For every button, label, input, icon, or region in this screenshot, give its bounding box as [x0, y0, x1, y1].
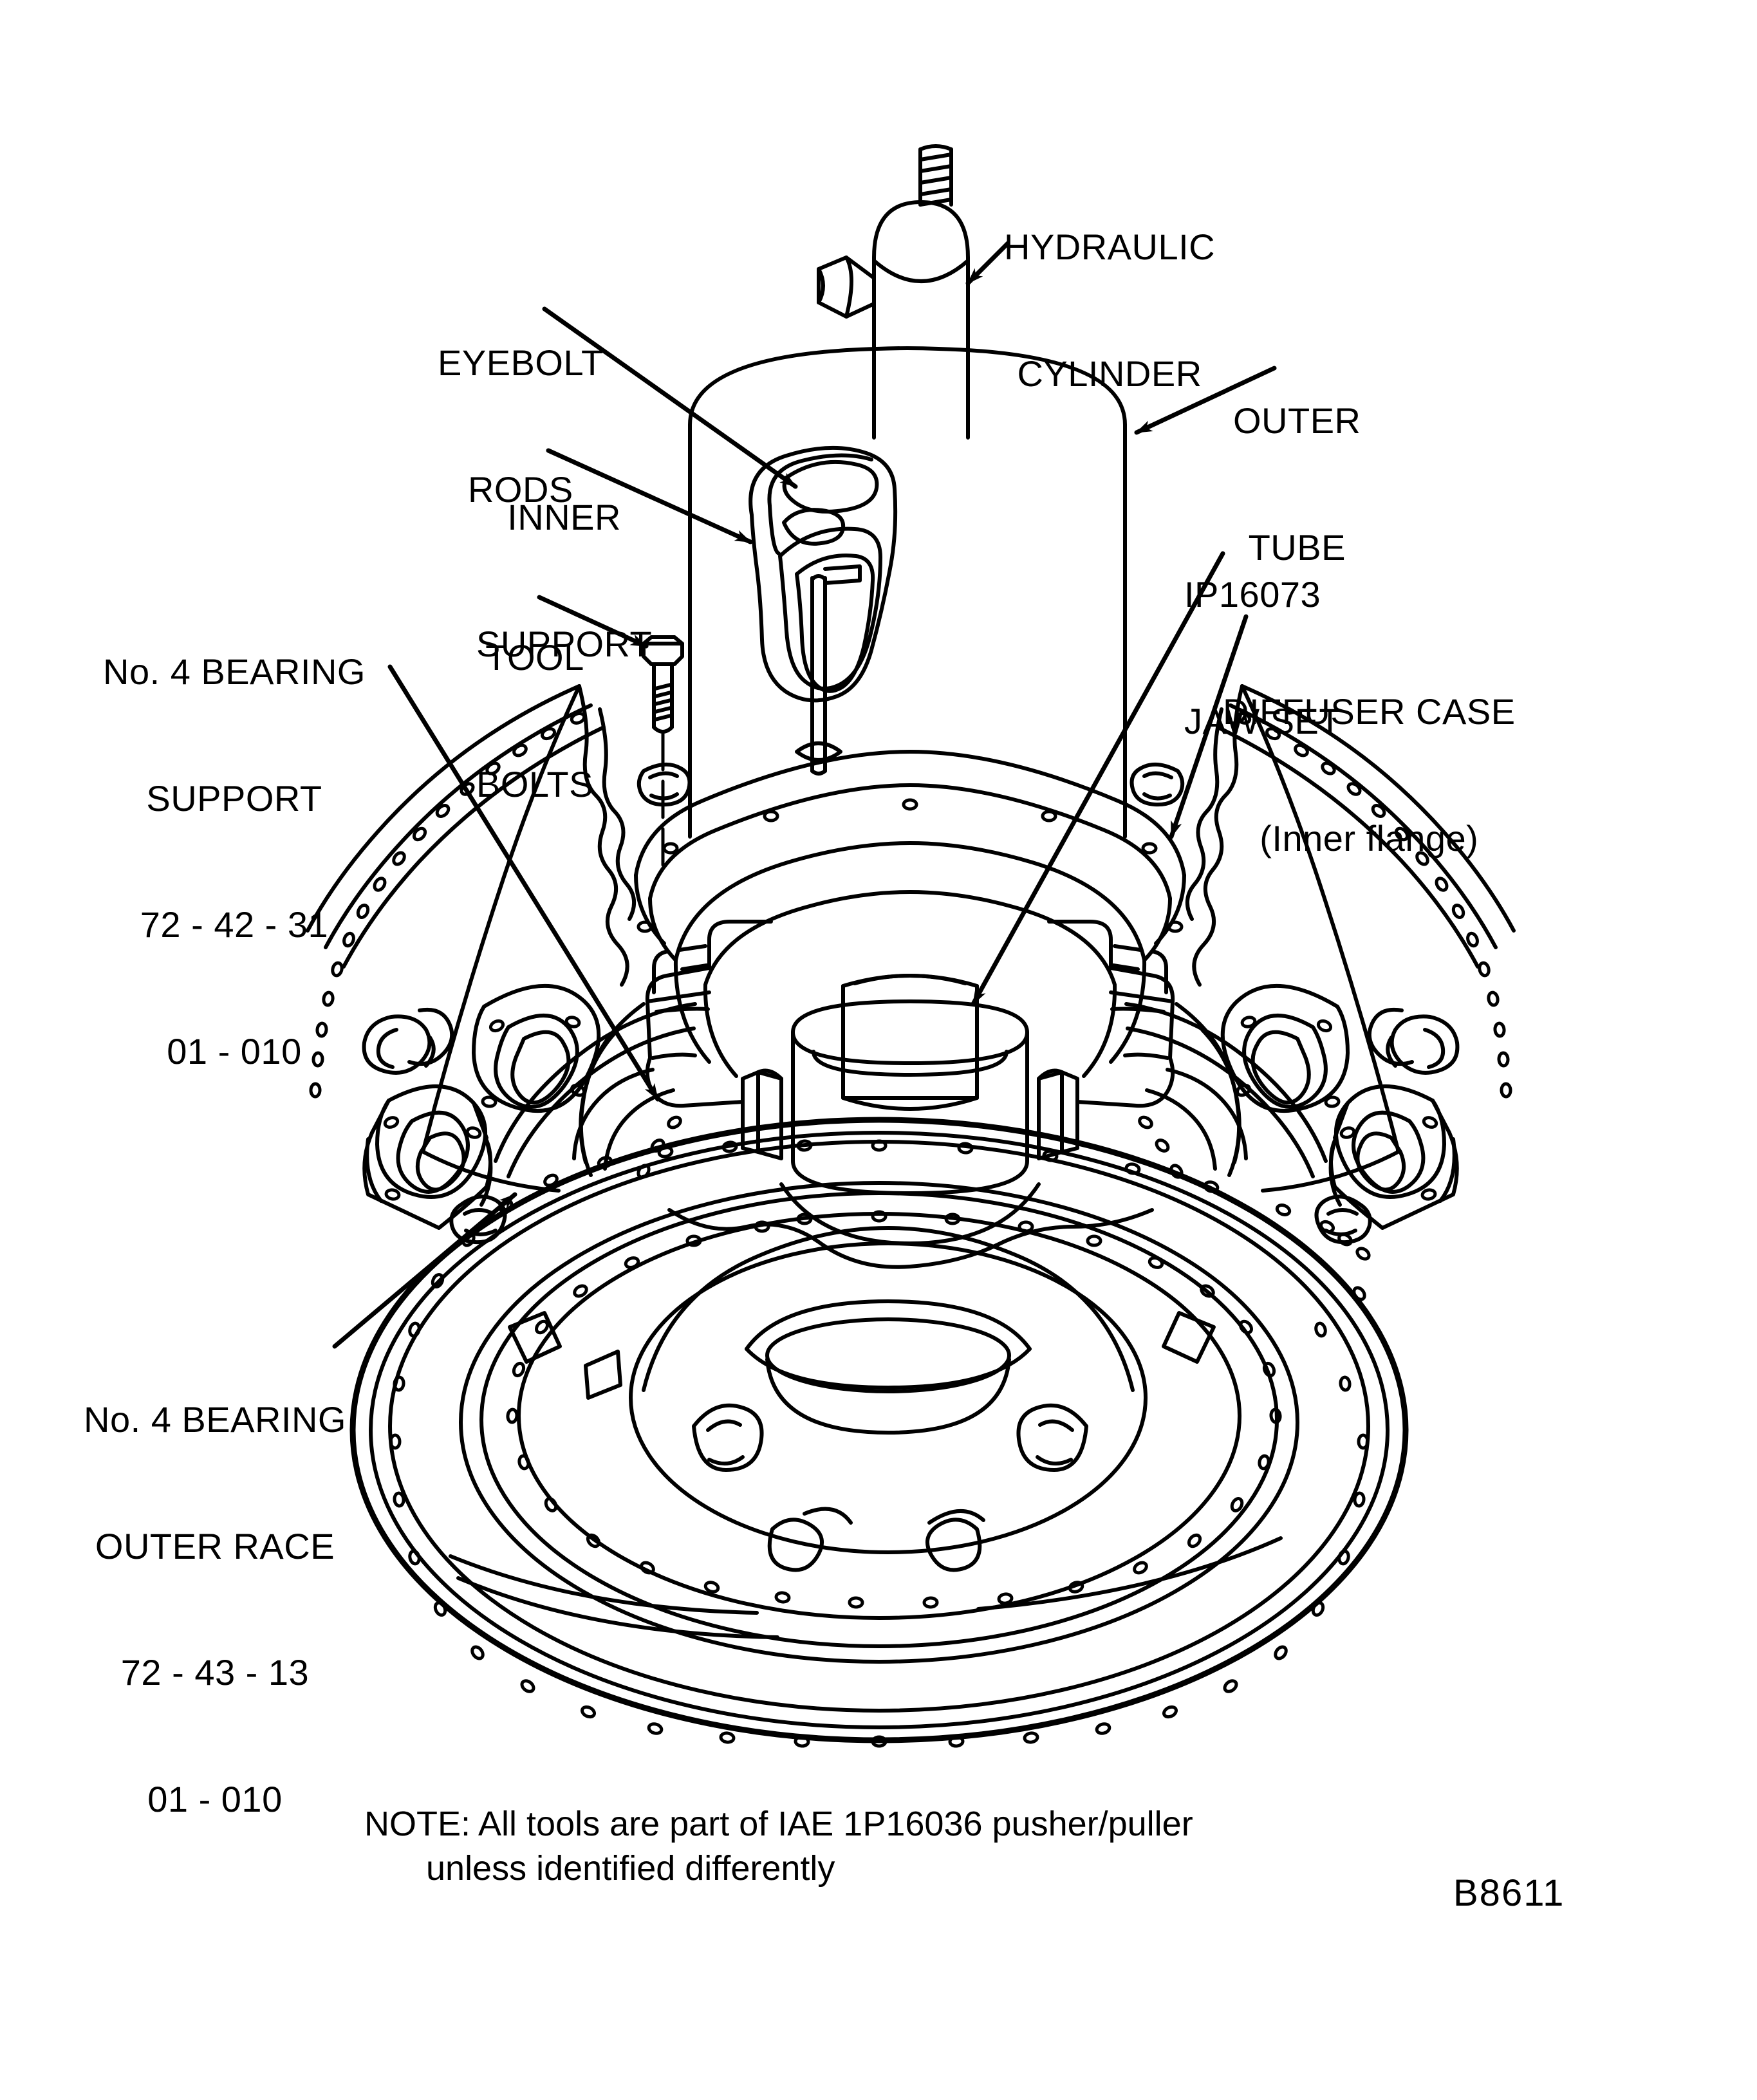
- callout-eyebolt-rods: EYEBOLT RODS: [438, 342, 604, 510]
- leader-outer-tube: [1134, 366, 1277, 435]
- jaw-arm-right: [1047, 920, 1248, 1179]
- leader-lines: [332, 241, 1277, 1349]
- leader-diffuser-case: [1169, 614, 1249, 839]
- leader-bearing-outer-race: [332, 1192, 517, 1349]
- figure-note: NOTE: All tools are part of IAE 1P16036 …: [364, 1802, 1330, 1891]
- no4-bearing-outer-race-ring: [349, 1117, 1409, 1747]
- inner-bolt-circle: [507, 1212, 1281, 1607]
- inner-support-bracket: [748, 445, 898, 776]
- leader-bearing-support: [387, 664, 660, 1102]
- diffuser-case-left-half: [306, 684, 697, 1245]
- leader-eyebolt-rods: [542, 306, 798, 489]
- case-tube-boss-left: [362, 1008, 454, 1075]
- case-bosses-left: [362, 1084, 493, 1230]
- callout-inner-support: INNER SUPPORT: [476, 497, 653, 664]
- note-line-2: unless identified differently: [426, 1849, 835, 1888]
- hydraulic-cylinder-assembly: [817, 144, 970, 440]
- leader-hydraulic-cylinder: [965, 241, 1010, 286]
- callout-no4-bearing-support: No. 4 BEARING SUPPORT 72 - 42 - 31 01 - …: [103, 651, 366, 1072]
- callout-outer-tube: OUTER TUBE: [1233, 400, 1361, 568]
- figure-number: B8611: [1453, 1872, 1565, 1914]
- callout-diffuser-case: DIFFUSER CASE (Inner flange): [1223, 691, 1516, 859]
- bore-lugs: [692, 1403, 1088, 1572]
- callout-jaw-set: IP16073 JAW SET: [1184, 574, 1342, 741]
- callout-tool-bolts: TOOL BOLTS: [476, 637, 593, 804]
- outer-bolt-circle: [391, 1140, 1371, 1746]
- callout-hydraulic-cylinder: HYDRAULIC CYLINDER: [1004, 227, 1216, 394]
- leader-tool-bolts: [537, 595, 649, 649]
- case-pad-left-2: [472, 984, 601, 1113]
- outer-tube: [688, 346, 1127, 839]
- diffuser-case-right-half: [1124, 684, 1516, 1245]
- case-pad-right-2: [1220, 984, 1350, 1113]
- case-bosses-right: [1328, 1084, 1459, 1230]
- note-line-1: NOTE: All tools are part of IAE 1P16036 …: [364, 1805, 1193, 1843]
- leader-inner-support: [546, 448, 753, 544]
- leader-jaw-set: [971, 551, 1225, 1007]
- case-tube-boss-right: [1367, 1008, 1460, 1075]
- bearing-support-center-assembly: [572, 750, 1248, 1269]
- callout-no4-bearing-outer-race: No. 4 BEARING OUTER RACE 72 - 43 - 13 01…: [84, 1399, 346, 1819]
